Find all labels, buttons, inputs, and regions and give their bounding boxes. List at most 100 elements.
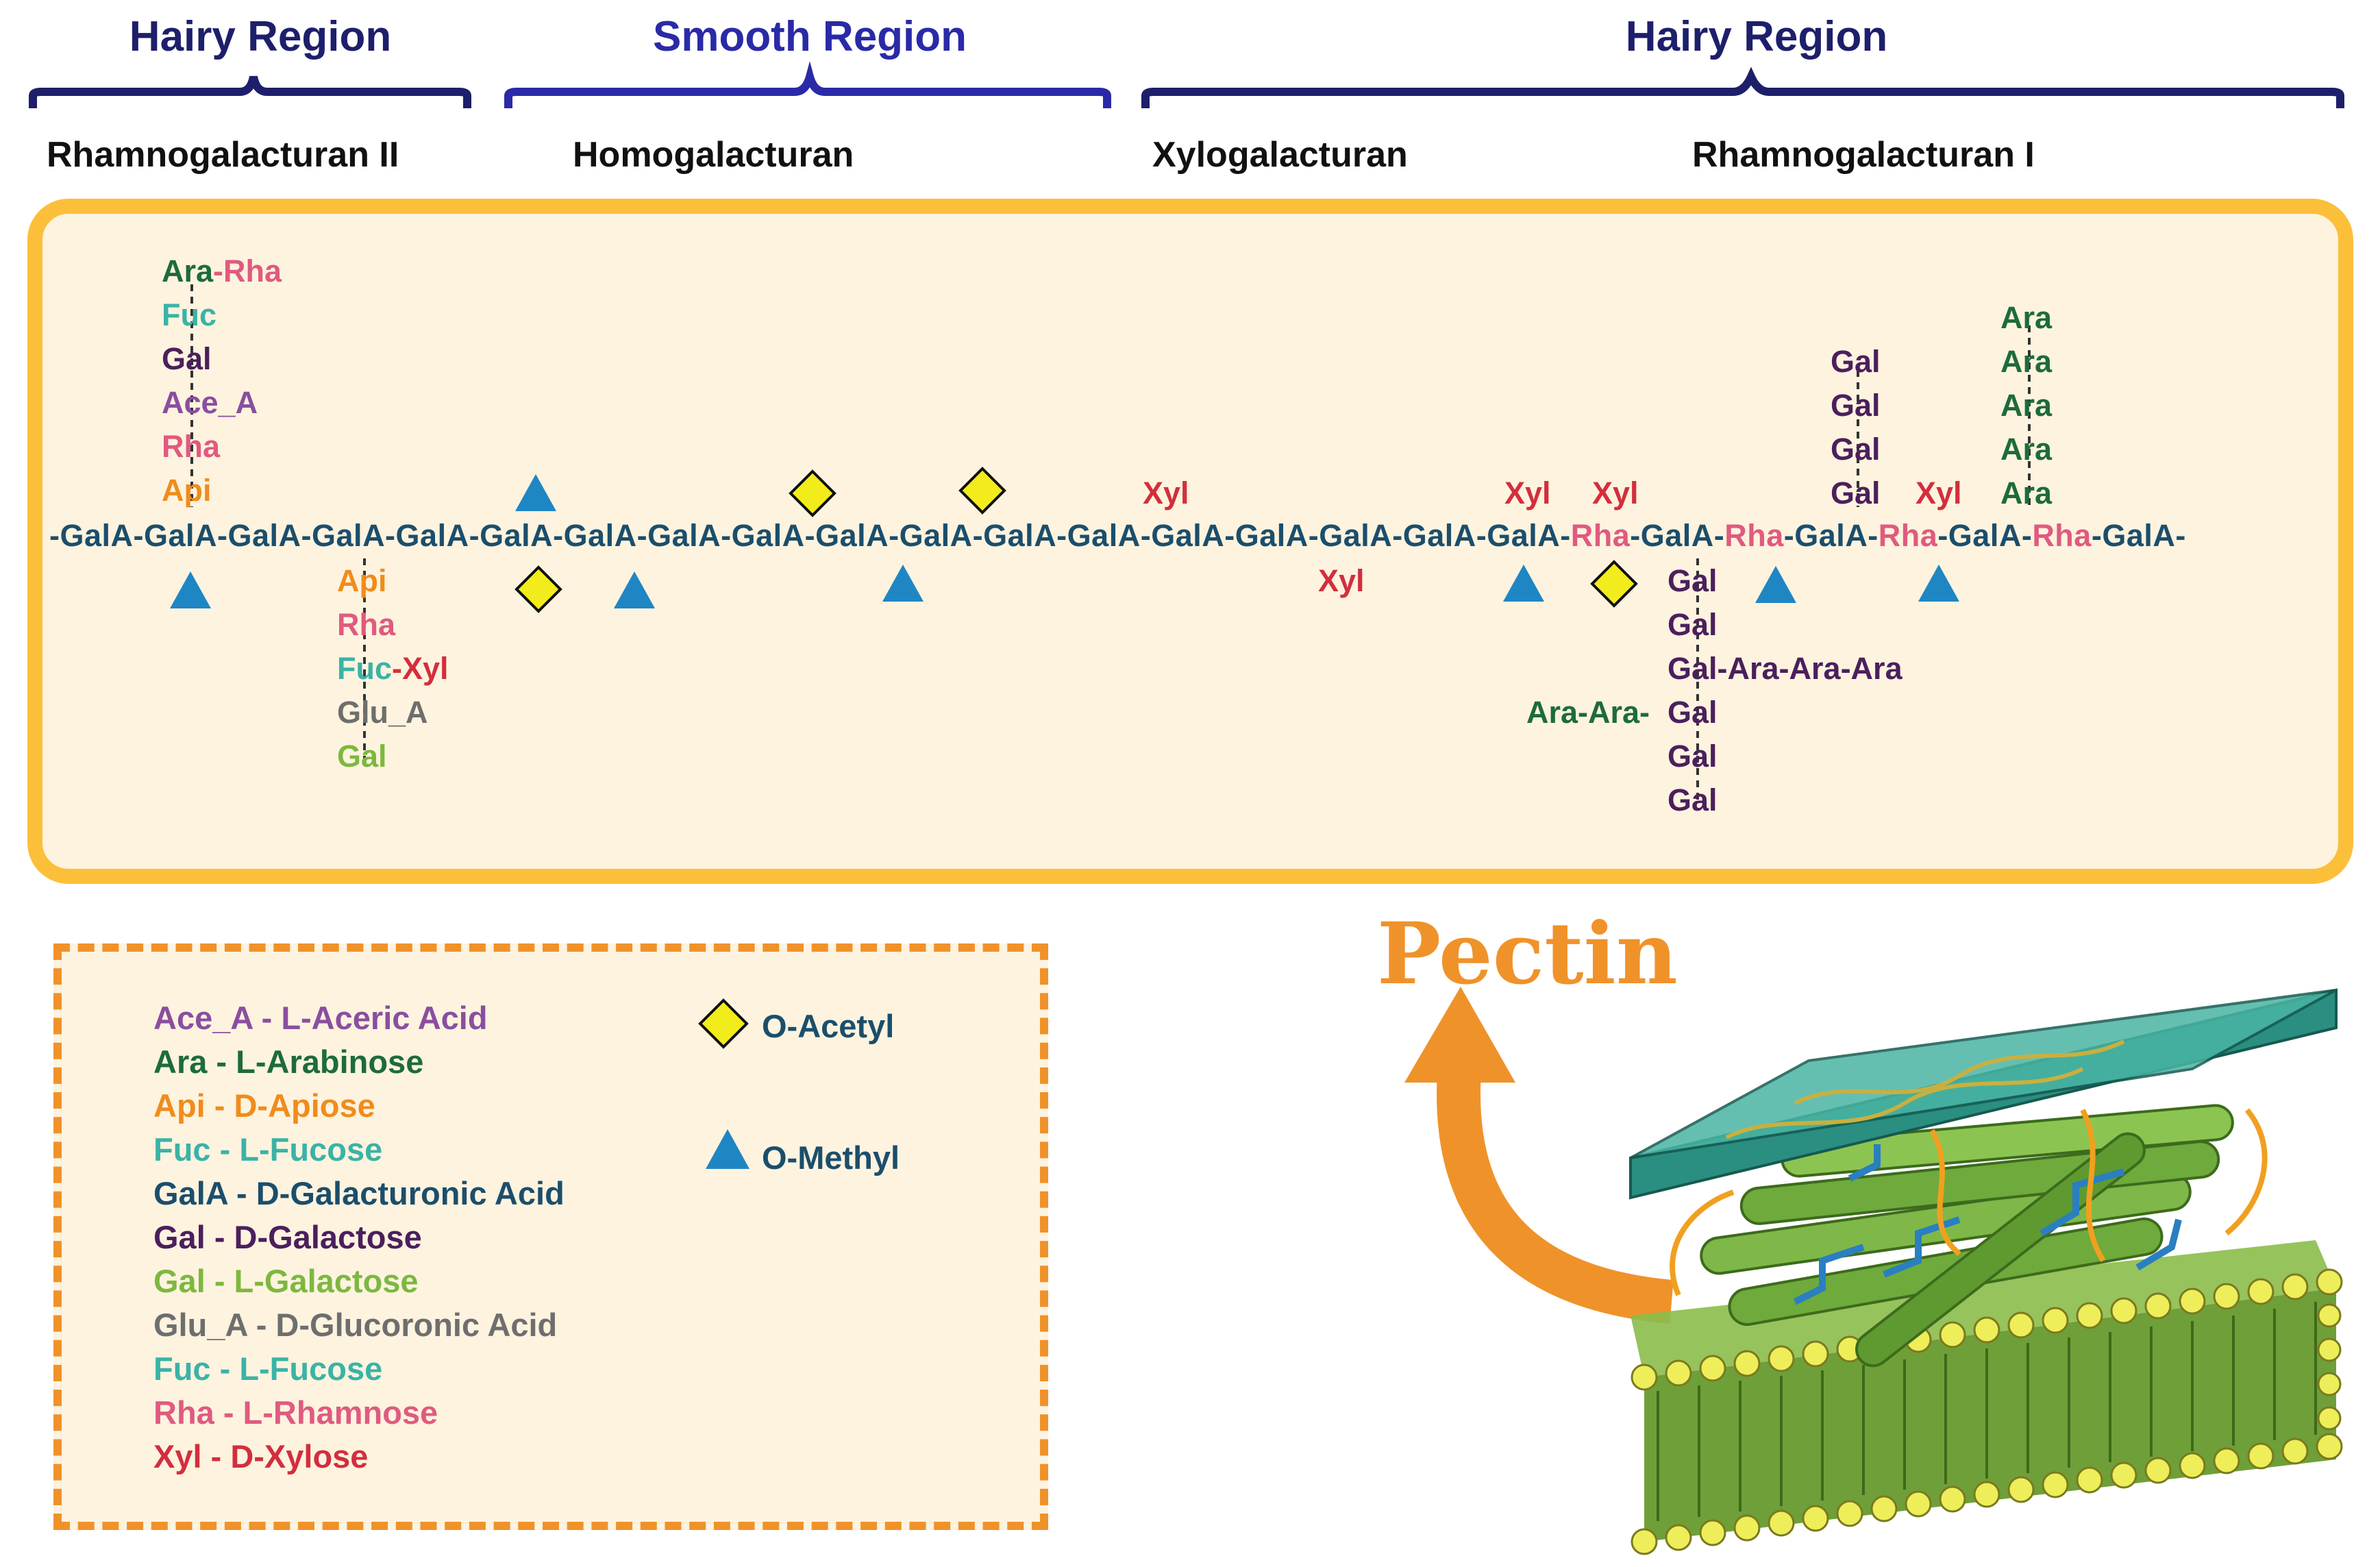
rg1-ara-up-1: Ara [2000,300,2053,335]
subtitle-rhamnogalacturan-2: Rhamnogalacturan II [47,135,399,175]
rg2-up-ace: Ace_A [162,385,258,420]
methyl-triangle [1503,565,1544,602]
acetyl-diamond [1590,560,1638,608]
branch-connectors [190,284,2031,802]
legend-item: Gal - D-Galactose [153,1219,422,1255]
lipid-bilayer [1631,1240,2343,1555]
chain-gala: GalA- [731,518,816,553]
galacturonan-backbone: -GalA-GalA-GalA-GalA-GalA-GalA-GalA-GalA… [49,518,2186,554]
chain-gala: GalA- [899,518,984,553]
chain-rha: Rha [2032,518,2092,553]
xyl-side-2: Xyl [1504,476,1551,510]
pectin-structure-box [27,199,2353,884]
chain-gala: GalA- [815,518,900,553]
bracket-rg2 [29,75,471,108]
rg1-gal-up-1: Gal [1831,344,1881,379]
xyl-side-down: Xyl [1318,563,1365,598]
acetyl-diamond [958,467,1006,515]
legend-methyl-label: O-Methyl [762,1139,900,1176]
legend-item: Ara - L-Arabinose [153,1044,424,1080]
chain-gala: GalA- [227,518,312,553]
legend-item: Glu_A - D-Glucoronic Acid [153,1307,558,1343]
arrow-head [1404,987,1515,1083]
rg2-up-gal: Gal [162,341,212,376]
rg1-down-gal-4: Gal [1668,695,1718,730]
rg2-up-fuc: Fuc [162,297,217,332]
subtitle-rhamnogalacturan-1: Rhamnogalacturan I [1692,135,2035,175]
legend-item: Api - D-Apiose [153,1087,375,1124]
rg1-ara-up-5: Ara [2000,476,2053,510]
methyl-triangle [170,571,211,608]
rg1-ara-up-4: Ara [2000,432,2053,467]
rg1-down-gal-1: Gal [1668,563,1718,598]
rg2-down-rha: Rha [337,607,396,642]
chain-rha: Rha [1878,518,1938,553]
legend-item: Rha - L-Rhamnose [153,1394,438,1431]
curved-arrow [1437,1052,1674,1324]
acetyl-legend-icon [698,998,749,1049]
legend-item: GalA - D-Galacturonic Acid [153,1175,565,1211]
rg1-down-gal-5: Gal [1668,739,1718,774]
region-brackets [29,61,2344,108]
chain-gala: GalA- [1151,518,1235,553]
region-title-hairy-2: Hairy Region [1625,13,1888,60]
subtitle-homogalacturan: Homogalacturan [573,135,854,175]
rg1-down-gal-2: Gal [1668,607,1718,642]
bracket-rg1 [1141,66,2344,108]
chain-gala: GalA- [1319,518,1403,553]
rg1-gal-up-3: Gal [1831,432,1881,467]
chain-gala: GalA- [1067,518,1152,553]
chain-gala: GalA- [1402,518,1487,553]
rg1-down-gal-ara: Gal-Ara-Ara-Ara [1668,651,1902,686]
chain-gala: GalA- [144,518,228,553]
chain-rha: Rha [1570,518,1631,553]
rg1-gal-up-4: Gal [1831,476,1881,510]
chain-gala: -GalA- [2091,518,2186,553]
rg2-up-ara: Ara-Rha [162,254,282,288]
chain-rha: Rha [1724,518,1784,553]
chain-gala: GalA- [647,518,732,553]
rg1-down-gal-6: Gal [1668,782,1718,817]
rg2-up-api: Api [162,473,212,508]
pectin-label: Pectin [1377,904,1678,1004]
xyl-side-1: Xyl [1143,476,1189,510]
legend-item: Fuc - L-Fucose [153,1131,383,1168]
acetyl-diamond [515,565,562,613]
xyl-side-3: Xyl [1592,476,1639,510]
rg1-ara-up-3: Ara [2000,388,2053,423]
methyl-triangle [882,565,924,602]
legend-item: Xyl - D-Xylose [153,1438,369,1475]
subtitle-xylogalacturan: Xylogalacturan [1152,135,1408,175]
chain-gala: GalA- [563,518,648,553]
modification-markers [170,467,1959,613]
methyl-legend-icon [706,1129,749,1169]
chain-gala: -GalA- [1783,518,1879,553]
chain-gala: GalA- [480,518,564,553]
methyl-triangle [614,571,655,608]
rg2-down-api: Api [337,563,387,598]
methyl-triangle [515,474,556,511]
chain-gala: GalA- [1235,518,1319,553]
chain-gala: GalA- [312,518,396,553]
rg1-gal-up-2: Gal [1831,388,1881,423]
pectin-strands [1670,1108,2268,1296]
rg1-ara-up-2: Ara [2000,344,2053,379]
legend-item: Fuc - L-Fucose [153,1350,383,1387]
chain-gala: -GalA- [49,518,144,553]
chain-gala: GalA- [1487,518,1571,553]
chain-gala: -GalA- [1630,518,1725,553]
chain-gala: -GalA- [1937,518,2033,553]
rg2-down-xyl: -Xyl [392,651,449,686]
legend-box [53,943,1048,1530]
rg2-down-glua: Glu_A [337,695,428,730]
hemicellulose-links [1793,1144,2182,1305]
middle-lamella [1629,988,2338,1200]
rg2-down-fuc: Fuc-Xyl [337,651,449,686]
rg2-up-rha: -Rha [213,254,282,288]
methyl-triangle [1755,566,1796,603]
chain-gala: GalA- [983,518,1067,553]
legend-item: Gal - L-Galactose [153,1263,419,1299]
xyl-side-4: Xyl [1916,476,1962,510]
